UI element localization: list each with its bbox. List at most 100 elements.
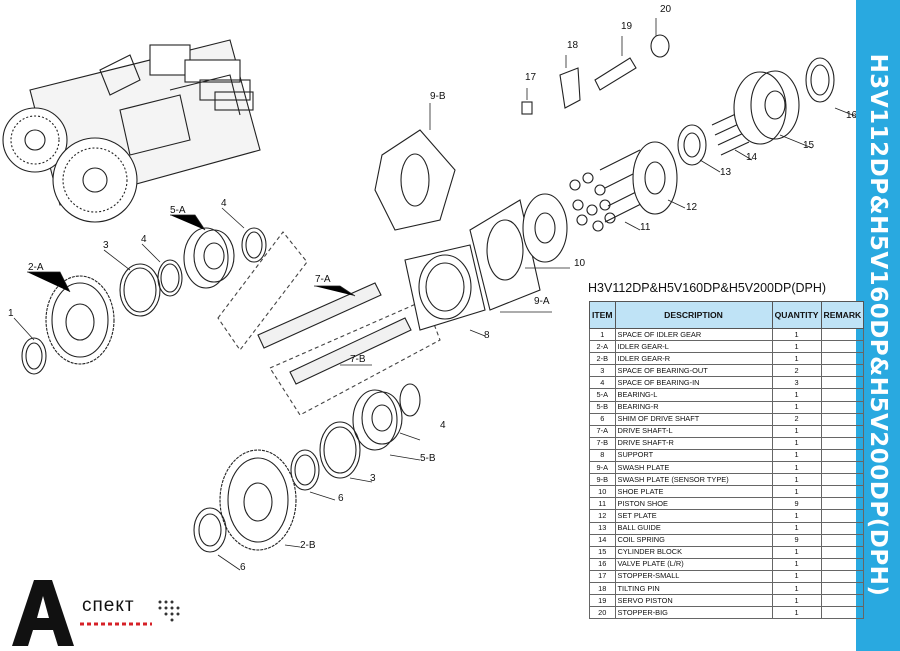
callout-13: 13: [720, 167, 732, 178]
row-quantity: 9: [771, 497, 822, 511]
row-item: 9-A: [589, 461, 616, 475]
row-description: PISTON SHOE: [614, 497, 773, 511]
row-remark: [820, 436, 865, 450]
row-description: IDLER GEAR-R: [614, 352, 773, 366]
row-item: 18: [589, 581, 616, 596]
row-remark: [820, 545, 865, 559]
row-quantity: 1: [771, 473, 822, 487]
row-item: 14: [589, 533, 616, 547]
row-description: SWASH PLATE (SENSOR TYPE): [614, 473, 773, 487]
row-quantity: 1: [771, 340, 822, 354]
row-item: 19: [589, 594, 616, 608]
row-quantity: 1: [771, 521, 822, 535]
row-remark: [820, 581, 865, 596]
row-description: SHOE PLATE: [614, 485, 773, 499]
callout-18: 18: [567, 40, 579, 51]
callout-4-top: 4: [221, 198, 227, 209]
part-13: [677, 124, 707, 166]
part-7a-shaft: [257, 282, 382, 349]
part-5a-bearing: [183, 227, 235, 289]
row-quantity: 1: [771, 569, 822, 583]
part-7b-shaft: [289, 317, 412, 385]
callout-10: 10: [574, 258, 586, 269]
row-description: BALL GUIDE: [614, 521, 773, 535]
part-4-top: [241, 227, 267, 263]
row-remark: [820, 412, 865, 426]
logo-text: спект: [82, 595, 135, 616]
part-14: [711, 111, 750, 156]
callout-20: 20: [660, 4, 672, 15]
side-title: H3V112DP&H5V160DP&H5V200DP(DPH): [865, 53, 891, 597]
row-remark: [820, 569, 865, 583]
callout-7a: 7-A: [315, 274, 331, 285]
row-item: 10: [589, 485, 616, 499]
row-description: SET PLATE: [614, 509, 773, 523]
row-item: 4: [589, 376, 616, 390]
callout-14: 14: [746, 152, 758, 163]
row-item: 12: [589, 509, 616, 523]
shaft-b-frame: [269, 299, 441, 416]
row-description: SPACE OF BEARING-IN: [614, 376, 773, 390]
row-description: SHIM OF DRIVE SHAFT: [614, 412, 773, 426]
row-remark: [820, 352, 865, 366]
row-quantity: 1: [771, 448, 822, 463]
part-4-lower: [399, 383, 421, 417]
col-remark: REMARK: [820, 301, 865, 329]
part-5b-bearing: [352, 389, 403, 451]
row-item: 8: [589, 448, 616, 463]
row-quantity: 1: [771, 606, 822, 620]
row-quantity: 3: [771, 376, 822, 390]
row-remark: [820, 376, 865, 390]
row-item: 2-A: [589, 340, 616, 354]
part-16: [805, 57, 835, 103]
row-quantity: 1: [771, 327, 822, 342]
row-description: DRIVE SHAFT-L: [614, 424, 773, 438]
row-item: 7-A: [589, 424, 616, 438]
part-1: [21, 337, 47, 375]
part-18: [559, 67, 581, 109]
row-quantity: 1: [771, 545, 822, 559]
row-description: IDLER GEAR-L: [614, 340, 773, 354]
row-remark: [820, 340, 865, 354]
callout-16: 16: [846, 110, 858, 121]
part-19: [594, 57, 637, 91]
part-3-lower: [319, 421, 361, 479]
row-remark: [820, 557, 865, 571]
row-item: 9-B: [589, 473, 616, 487]
row-item: 2-B: [589, 352, 616, 366]
row-quantity: 1: [771, 424, 822, 438]
part-10: [522, 193, 568, 263]
part-4: [157, 259, 183, 297]
callout-3-lower: 3: [370, 473, 376, 484]
row-remark: [820, 497, 865, 511]
callout-19: 19: [621, 21, 633, 32]
row-item: 17: [589, 569, 616, 583]
part-11-pistons: [569, 149, 649, 232]
part-3: [119, 263, 161, 317]
row-description: BEARING-L: [614, 388, 773, 402]
row-quantity: 1: [771, 400, 822, 414]
part-12: [632, 141, 678, 215]
row-remark: [820, 461, 865, 475]
row-quantity: 9: [771, 533, 822, 547]
part-6-upper: [290, 449, 320, 491]
row-quantity: 1: [771, 581, 822, 596]
row-quantity: 2: [771, 364, 822, 378]
part-9b: [374, 129, 456, 231]
row-description: SUPPORT: [614, 448, 773, 463]
row-quantity: 1: [771, 594, 822, 608]
callout-12: 12: [686, 202, 698, 213]
